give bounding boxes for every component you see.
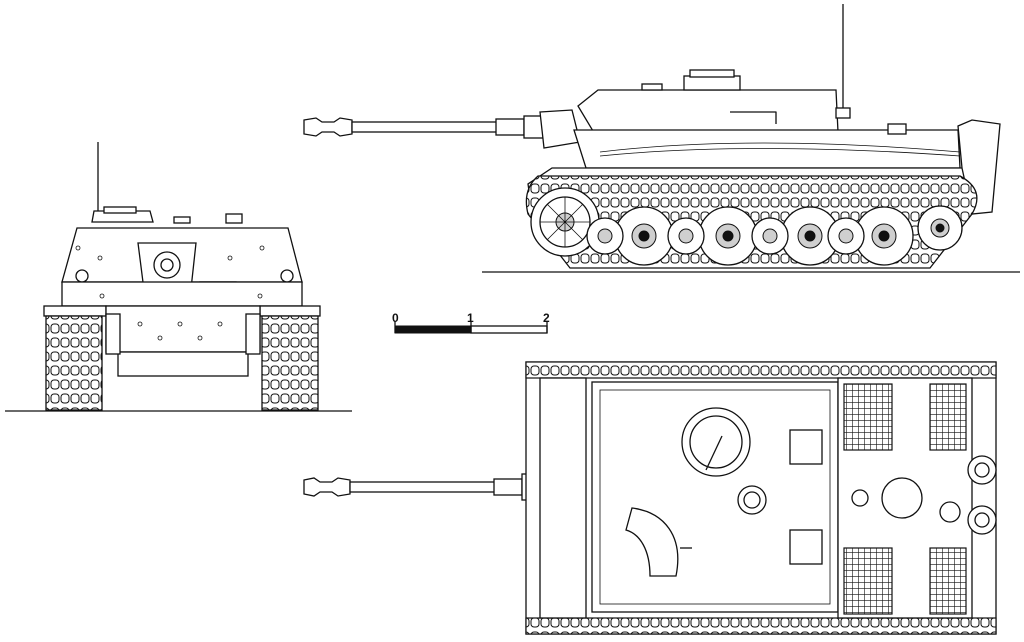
fender-right — [259, 305, 321, 317]
turret-inner — [599, 389, 831, 605]
muzzle-brake — [303, 477, 351, 497]
front-view — [5, 142, 352, 412]
hatch — [103, 206, 137, 214]
cupola — [91, 210, 154, 223]
track-top — [525, 361, 997, 379]
hull-superstructure — [61, 281, 303, 307]
hatch — [225, 213, 243, 224]
cupola — [683, 75, 741, 91]
rear-fitting — [939, 501, 961, 523]
vent — [737, 485, 767, 515]
engine-access-hatch — [881, 477, 923, 519]
hull-front-plate — [105, 305, 261, 353]
scale-segment-dark — [394, 325, 472, 334]
fender-left — [43, 305, 107, 317]
tow-cable — [599, 148, 961, 157]
gun-barrel-base — [493, 478, 523, 496]
gun-muzzle — [153, 251, 181, 279]
periscope-box — [789, 429, 823, 465]
idler-wheel — [917, 205, 963, 251]
scale-label-1: 1 — [467, 311, 474, 325]
track-right — [261, 315, 319, 411]
scale-segment-light — [470, 325, 548, 334]
lower-hull — [117, 351, 249, 377]
muzzle-brake — [303, 117, 353, 137]
gun-bore — [160, 258, 174, 272]
turret — [577, 89, 839, 137]
top-view — [303, 361, 997, 635]
grille-br — [929, 547, 967, 615]
smoke-discharger — [75, 269, 89, 283]
scale-bar: 0 1 2 — [392, 311, 550, 334]
exhaust-inner — [974, 462, 990, 478]
drive-sprocket — [530, 187, 600, 257]
turret-handle — [730, 111, 777, 124]
cupola-top — [689, 69, 735, 78]
track-bottom — [525, 617, 997, 635]
rivets — [75, 245, 265, 341]
grille-tl — [843, 383, 893, 451]
hatch — [173, 216, 191, 224]
front-glacis — [539, 377, 587, 619]
mantlet — [539, 109, 581, 149]
tow-bracket — [245, 313, 261, 355]
fuel-filler — [851, 489, 869, 507]
cupola — [681, 407, 751, 477]
tow-bracket — [105, 313, 121, 355]
exhaust-inner — [974, 512, 990, 528]
scale-label-2: 2 — [543, 311, 550, 325]
turret-stowage — [835, 107, 851, 119]
smoke-discharger — [280, 269, 294, 283]
side-view — [303, 4, 1020, 273]
road-wheels — [586, 206, 914, 266]
exhaust — [967, 505, 997, 535]
periscope-box — [789, 529, 823, 565]
gun-barrel-base — [495, 118, 525, 136]
scale-label-0: 0 — [392, 311, 399, 325]
grille-tr — [929, 383, 967, 451]
jack-block — [887, 123, 907, 135]
track-left — [45, 315, 103, 411]
turret-hatch — [641, 83, 663, 91]
tow-cable — [599, 142, 961, 153]
loader-hatch — [625, 507, 679, 577]
grille-bl — [843, 547, 893, 615]
exhaust — [967, 455, 997, 485]
vent-inner — [743, 491, 761, 509]
